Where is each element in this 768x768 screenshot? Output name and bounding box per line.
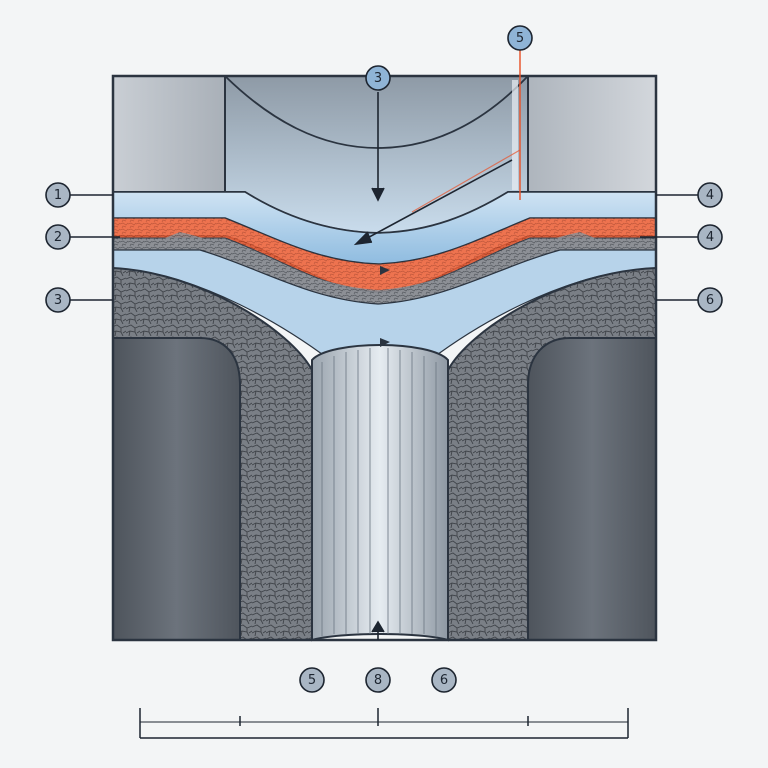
callout-c6: 4 bbox=[697, 182, 723, 208]
right-lower-block bbox=[527, 337, 657, 641]
callout-c11: 6 bbox=[431, 667, 457, 693]
callout-label: 8 bbox=[374, 673, 382, 688]
flow-arrows bbox=[380, 266, 390, 347]
callout-label: 1 bbox=[54, 188, 62, 203]
callout-circle bbox=[299, 667, 325, 693]
flow-arrow-upper bbox=[380, 266, 390, 275]
callout-label: 4 bbox=[706, 230, 714, 245]
heated-layer-fine bbox=[160, 232, 600, 304]
callout-c10: 8 bbox=[365, 667, 391, 693]
callout-c9: 5 bbox=[299, 667, 325, 693]
callout-label: 3 bbox=[54, 293, 62, 308]
callout-circle bbox=[365, 65, 391, 91]
callout-circle bbox=[45, 224, 71, 250]
assembly bbox=[111, 50, 658, 642]
callout-circle bbox=[45, 182, 71, 208]
flow-arrow-lower bbox=[380, 338, 390, 347]
callout-c7: 4 bbox=[697, 224, 723, 250]
tool-highlight bbox=[512, 80, 518, 190]
callout-circle bbox=[507, 25, 533, 51]
callout-circle bbox=[697, 287, 723, 313]
force-arrows bbox=[353, 92, 513, 640]
callout-c3: 3 bbox=[365, 65, 391, 91]
callout-c2: 2 bbox=[45, 224, 71, 250]
callout-c5: 5 bbox=[507, 25, 533, 51]
callout-label: 3 bbox=[374, 71, 382, 86]
scale-bar bbox=[139, 708, 629, 739]
channel-striations bbox=[321, 348, 437, 636]
callout-label: 5 bbox=[308, 673, 316, 688]
callout-label: 4 bbox=[706, 188, 714, 203]
callout-label: 6 bbox=[706, 293, 714, 308]
left-steel-block bbox=[112, 75, 226, 193]
right-steel-block bbox=[527, 75, 657, 193]
left-lower-block bbox=[112, 337, 241, 641]
central-channel bbox=[311, 344, 449, 642]
callout-label: 5 bbox=[516, 31, 524, 46]
leader-lines bbox=[70, 194, 698, 301]
callout-c4: 3 bbox=[45, 287, 71, 313]
callout-c8: 6 bbox=[697, 287, 723, 313]
callout-circle bbox=[431, 667, 457, 693]
callout-circle bbox=[365, 667, 391, 693]
callout-circle bbox=[697, 182, 723, 208]
callout-label: 2 bbox=[54, 230, 62, 245]
laser-reflect bbox=[411, 149, 521, 213]
callout-badges: 1 2 3 3 5 4 4 6 5 8 6 bbox=[45, 25, 723, 693]
callout-circle bbox=[45, 287, 71, 313]
callout-c1: 1 bbox=[45, 182, 71, 208]
callout-label: 6 bbox=[440, 673, 448, 688]
callout-circle bbox=[697, 224, 723, 250]
